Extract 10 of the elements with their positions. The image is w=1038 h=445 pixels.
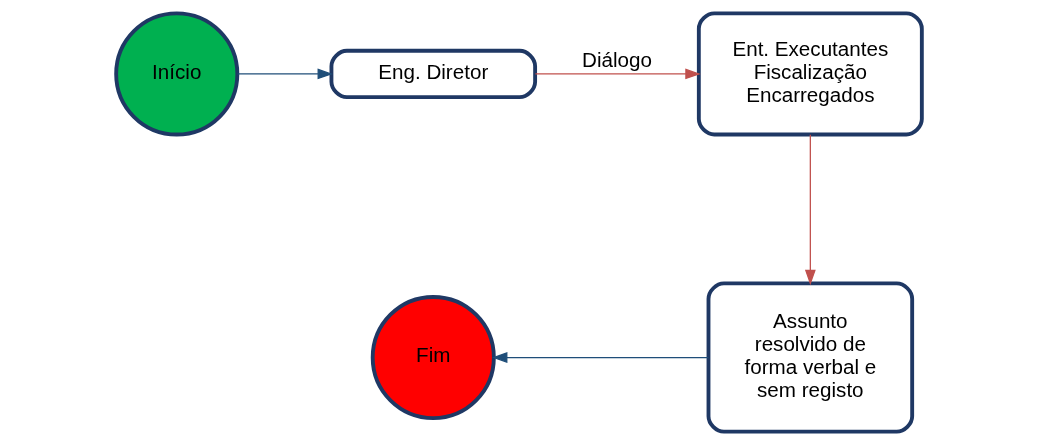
- node-circle: Início: [114, 11, 240, 137]
- arrow: [804, 134, 816, 286]
- node-box: Assunto resolvido de forma verbal e sem registo: [706, 281, 915, 434]
- arrow: [534, 68, 701, 80]
- arrow: [491, 352, 710, 363]
- edge-label: Diálogo: [582, 48, 652, 72]
- node-box: Ent. Executantes Fiscalização Encarregados: [696, 11, 924, 137]
- arrow: [236, 68, 334, 80]
- node-circle: Fim: [370, 295, 496, 421]
- node-box: Eng. Diretor: [329, 48, 538, 100]
